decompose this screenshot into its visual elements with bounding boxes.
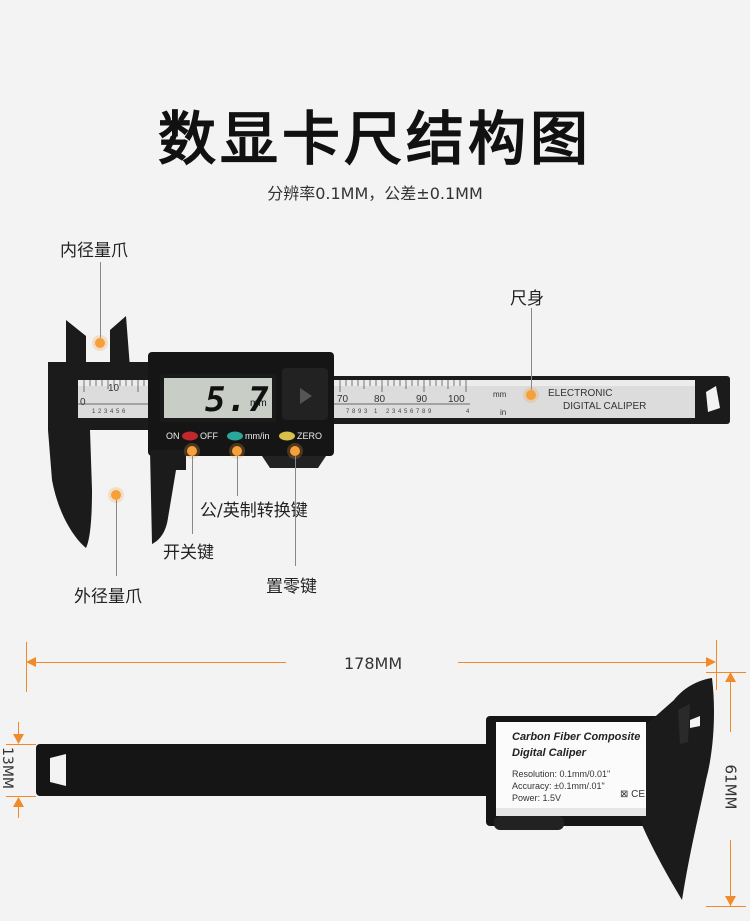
inch-scale-tick: 1 [92, 409, 96, 415]
lcd-unit: mm [250, 398, 267, 409]
label-outer-jaw: 外径量爪 [74, 587, 142, 607]
inch-scale-tick: 9 [358, 409, 362, 415]
spec-title-line2: Digital Caliper [512, 747, 586, 759]
page-subtitle: 分辨率0.1MM，公差±0.1MM [267, 184, 483, 203]
scale-tick-80: 80 [374, 394, 386, 405]
unit-button [227, 431, 243, 441]
dim-length: 178MM [344, 654, 403, 673]
inch-scale-tick: 4 [466, 409, 470, 415]
marker-outer-jaw [111, 490, 121, 500]
spec-marks: ⊠ CE [620, 789, 646, 800]
marker-ruler-body [526, 390, 536, 400]
inch-scale-tick: 6 [410, 409, 414, 415]
beam-in: in [500, 408, 507, 417]
on-label: ON [166, 431, 180, 441]
inch-scale-tick: 2 [386, 409, 390, 415]
beam-mm: mm [493, 390, 507, 399]
unit-button-label: mm/in [245, 431, 270, 441]
inner-jaw-right [110, 316, 130, 368]
dim-beam-height: 13MM [0, 747, 15, 789]
label-unit-switch: 公/英制转换键 [200, 501, 308, 521]
inch-scale-tick: 2 [98, 409, 102, 415]
inch-scale-tick: 3 [104, 409, 108, 415]
on-off-button [182, 431, 198, 441]
label-zero-key: 置零键 [266, 577, 317, 597]
inch-scale-tick: 8 [352, 409, 356, 415]
inch-scale-tick: 4 [110, 409, 114, 415]
zero-button [279, 431, 295, 441]
spec-accuracy: Accuracy: ±0.1mm/.01" [512, 781, 605, 791]
beam-brand-line2: DIGITAL CALIPER [563, 401, 647, 412]
inch-scale-tick: 4 [398, 409, 402, 415]
inch-scale-tick: 9 [428, 409, 432, 415]
inch-scale-tick: 6 [122, 409, 126, 415]
zero-button-label: ZERO [297, 431, 323, 441]
lcd-screen [164, 378, 272, 418]
marker-inner-jaw [95, 338, 105, 348]
inner-jaw-left [66, 320, 86, 368]
off-label: OFF [200, 431, 218, 441]
caliper-back-view [36, 678, 714, 900]
inch-scale-tick: 3 [364, 409, 368, 415]
marker-power-switch [187, 446, 197, 456]
label-inner-jaw: 内径量爪 [60, 241, 128, 261]
inch-scale-tick: 5 [404, 409, 408, 415]
spec-title-line1: Carbon Fiber Composite [512, 731, 641, 743]
inch-scale-tick: 5 [116, 409, 120, 415]
lcd-value: 5.7 [205, 380, 270, 420]
inch-scale-tick: 1 [374, 409, 378, 415]
inch-scale-tick: 8 [422, 409, 426, 415]
scale-tick-70: 70 [337, 394, 349, 405]
beam-brand-line1: ELECTRONIC [548, 388, 613, 399]
scale-tick-0: 0 [80, 397, 86, 408]
inch-scale-tick: 3 [392, 409, 396, 415]
spec-resolution: Resolution: 0.1mm/0.01" [512, 769, 611, 779]
dim-jaw-height: 61MM [721, 764, 740, 810]
label-ruler-body: 尺身 [510, 289, 544, 309]
spec-power: Power: 1.5V [512, 793, 562, 803]
marker-zero-key [290, 446, 300, 456]
moving-jaw [150, 450, 186, 544]
caliper-front-view [48, 316, 730, 548]
scale-tick-100: 100 [448, 394, 465, 405]
inch-scale-tick: 7 [346, 409, 350, 415]
label-power-switch: 开关键 [163, 543, 214, 563]
inch-scale-tick: 7 [416, 409, 420, 415]
page-title: 数显卡尺结构图 [157, 105, 592, 173]
marker-unit-switch [232, 446, 242, 456]
scale-tick-90: 90 [416, 394, 428, 405]
scale-tick-10: 10 [108, 383, 120, 394]
